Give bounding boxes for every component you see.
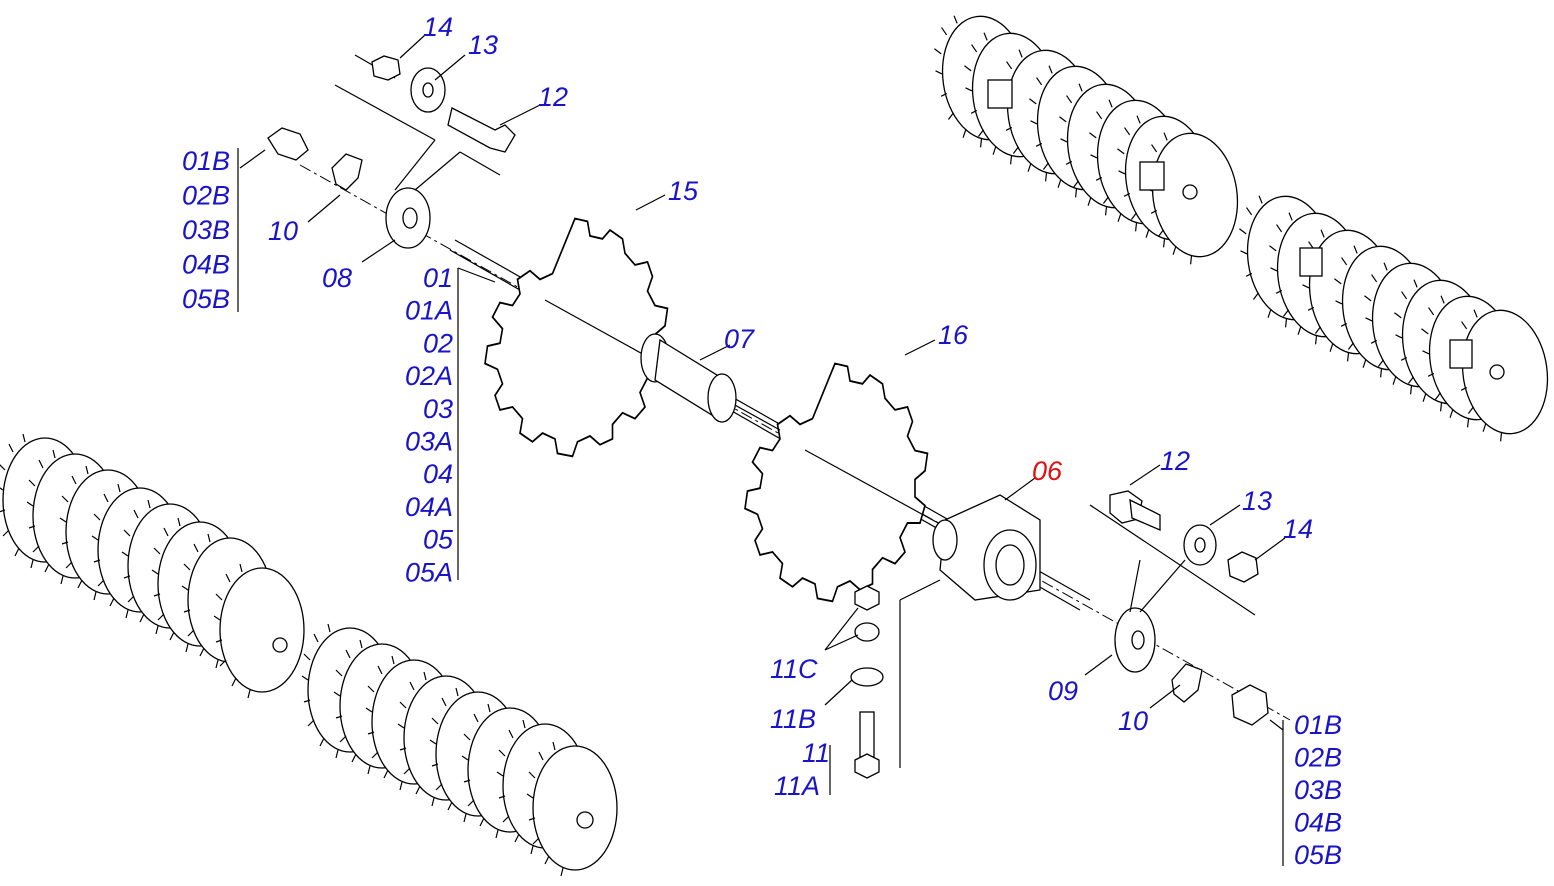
shaft-group-label-4: 03: [423, 394, 453, 424]
label-13-right: 13: [1242, 486, 1272, 516]
shaft-assembly: [299, 164, 1291, 721]
end-cap-08: [385, 187, 431, 249]
disc-15: [484, 217, 669, 458]
shaft-group-label-1: 01A: [405, 296, 453, 326]
label-10-right: 10: [1118, 706, 1148, 736]
disc-16: [744, 362, 929, 603]
shaft-group-label-3: 02A: [405, 361, 453, 391]
shaft-group-label-2: 02: [423, 328, 453, 358]
label-10-top: 10: [268, 216, 298, 246]
shaft-group-label-6: 04: [423, 459, 453, 489]
right-group-label-2: 03B: [1294, 775, 1342, 805]
end-cap-09: [1114, 607, 1156, 673]
label-07: 07: [724, 324, 755, 354]
label-09: 09: [1048, 676, 1078, 706]
label-11C: 11C: [770, 654, 818, 684]
bolt-stack-11: [850, 579, 941, 779]
label-13-top: 13: [468, 30, 498, 60]
disc-gang-bottom-center: [301, 623, 618, 877]
right-group-label-0: 01B: [1294, 710, 1342, 740]
hardware-top-left: [267, 54, 516, 191]
shaft-group-label-7: 04A: [405, 492, 453, 522]
label-15: 15: [668, 176, 699, 206]
shaft-group-label-0: 01: [423, 263, 453, 293]
label-16: 16: [938, 320, 969, 350]
left-group-label-2: 03B: [182, 215, 230, 245]
part-labels: 14 13 12 10 08 15 07 16 06 12 13 14 09 1…: [268, 12, 1313, 801]
disc-gang-right: [1232, 186, 1554, 447]
label-14-right: 14: [1283, 514, 1313, 544]
label-08: 08: [322, 263, 352, 293]
right-group-label-4: 05B: [1294, 840, 1342, 870]
right-group-label-3: 04B: [1294, 808, 1342, 838]
leader-lines: [237, 34, 1286, 866]
disc-gang-bottom-left: [0, 433, 305, 699]
shaft-group-label-9: 05A: [405, 557, 453, 587]
left-group-label-3: 04B: [182, 250, 230, 280]
hardware-right: [1089, 490, 1269, 726]
shaft-group-label-8: 05: [423, 525, 454, 555]
bearing-06: [932, 494, 1041, 601]
label-12-top: 12: [538, 82, 568, 112]
label-group-left: 01B 02B 03B 04B 05B: [182, 146, 230, 314]
label-11B: 11B: [770, 704, 816, 734]
left-group-label-0: 01B: [182, 146, 230, 176]
shaft-group-label-5: 03A: [405, 427, 453, 457]
right-group-label-1: 02B: [1294, 743, 1342, 773]
left-group-label-1: 02B: [182, 181, 230, 211]
disc-gang-top-right: [927, 6, 1247, 270]
label-12-right: 12: [1160, 446, 1190, 476]
label-06: 06: [1032, 456, 1063, 486]
label-14-top: 14: [423, 12, 453, 42]
spacer-07: [640, 333, 737, 423]
left-group-label-4: 05B: [182, 284, 230, 314]
label-11: 11: [802, 738, 830, 768]
label-11A: 11A: [774, 771, 820, 801]
